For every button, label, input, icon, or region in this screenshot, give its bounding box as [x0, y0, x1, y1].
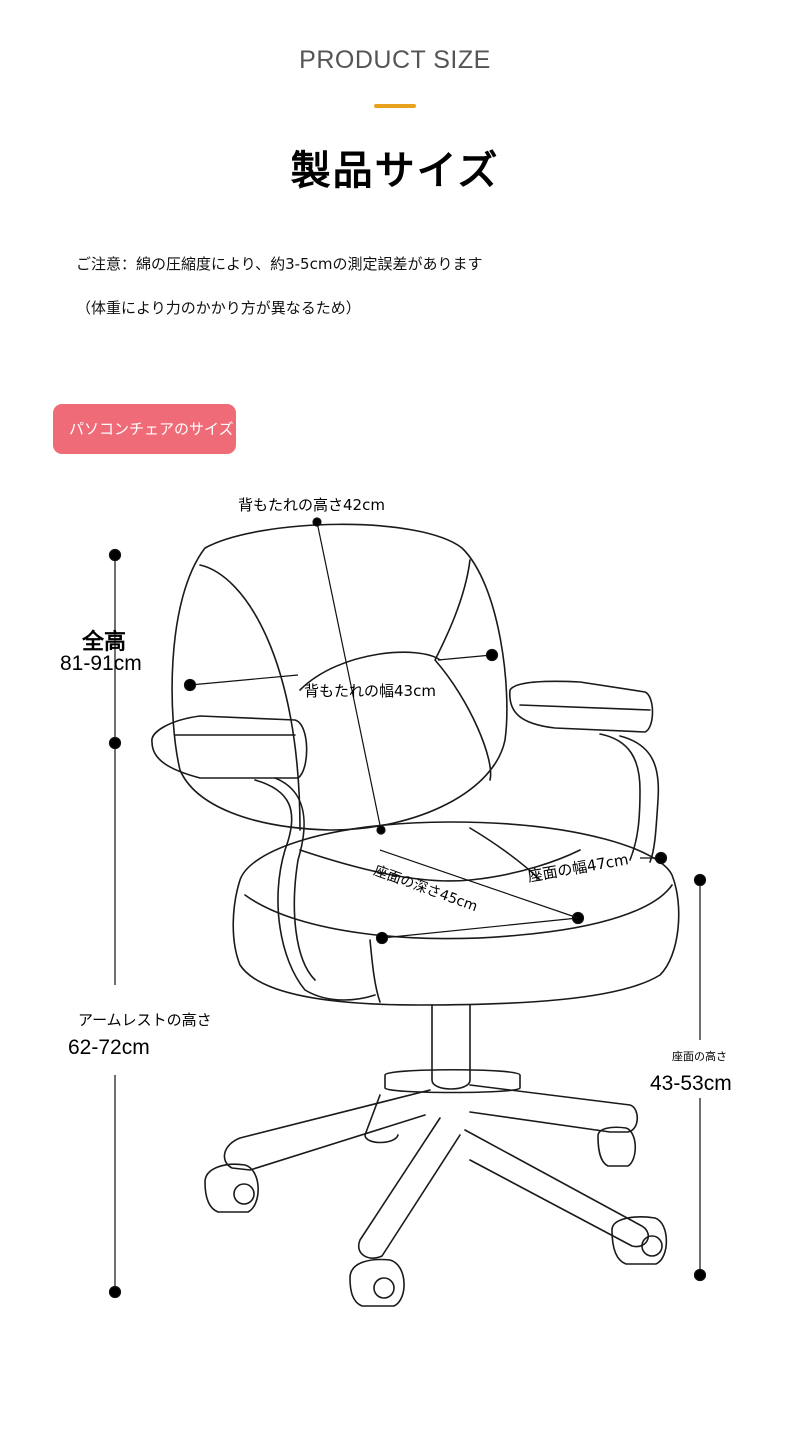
- back-width-line-left: [189, 674, 299, 686]
- seat-height-label: 座面の高さ: [672, 1050, 727, 1063]
- back-width-left-dot: [183, 678, 197, 692]
- total-height-label: 全高: [82, 630, 127, 655]
- back-height-top-dot: [312, 517, 322, 527]
- back-height-line: [316, 521, 382, 831]
- chair-outline: [151, 523, 680, 1307]
- en-title: PRODUCT SIZE: [299, 46, 491, 74]
- total-height-mid-dot: [108, 736, 122, 750]
- total-height-value: 81-91cm: [60, 652, 142, 675]
- back-width-line-right: [437, 654, 493, 661]
- back-width-right-dot: [485, 648, 499, 662]
- seat-depth-line: [381, 917, 579, 939]
- armrest-height-bottom-dot: [108, 1285, 122, 1299]
- seat-height-top-dot: [693, 873, 707, 887]
- armrest-height-label: アームレストの高さ: [78, 1011, 212, 1029]
- back-height-label: 背もたれの高さ42cm: [238, 496, 385, 514]
- note-line-2: （体重により力のかかり方が異なるため）: [76, 299, 361, 317]
- seat-depth-front-dot: [375, 931, 389, 945]
- seat-width-line: [379, 849, 579, 919]
- total-height-top-dot: [108, 548, 122, 562]
- jp-title: 製品サイズ: [290, 148, 500, 194]
- seat-height-bottom-dot: [693, 1268, 707, 1282]
- back-width-label: 背もたれの幅43cm: [304, 682, 436, 700]
- dimension-lines: [108, 517, 707, 1299]
- armrest-height-value: 62-72cm: [68, 1036, 150, 1059]
- back-height-bottom-dot: [376, 825, 386, 835]
- section-badge: パソコンチェアのサイズ: [53, 404, 236, 454]
- seat-height-value: 43-53cm: [650, 1072, 732, 1095]
- seat-width-right-dot: [654, 851, 668, 865]
- note-line-1: ご注意：綿の圧縮度により、約3-5cmの測定誤差があります: [76, 255, 483, 273]
- title-accent-bar: [374, 104, 416, 108]
